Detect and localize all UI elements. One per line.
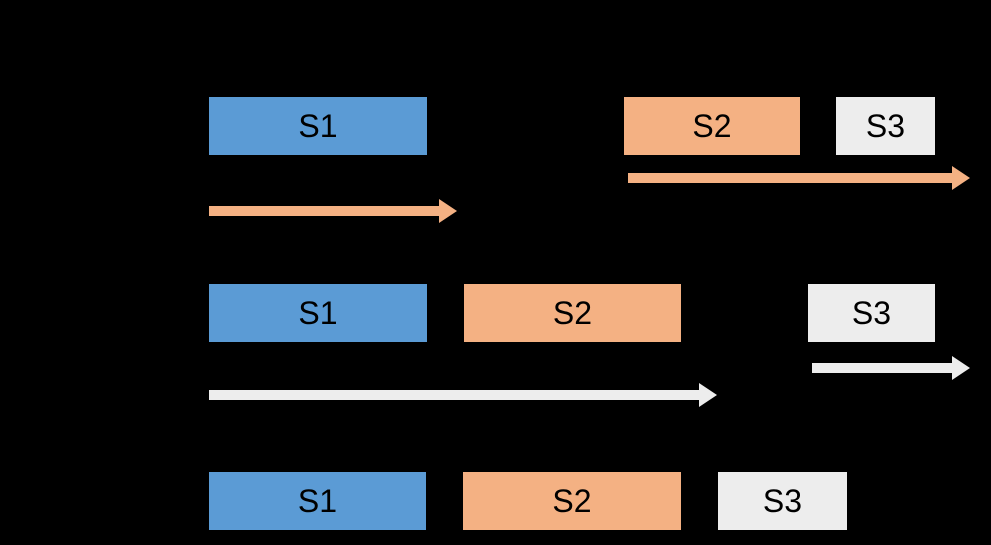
row1-s2-block: S2 — [624, 97, 800, 155]
row3-s1-block: S1 — [209, 472, 426, 530]
row1-s1-block: S1 — [209, 97, 427, 155]
row3-s1-label: S1 — [297, 482, 338, 519]
row3-s2-block: S2 — [463, 472, 681, 530]
row2-s2-block: S2 — [464, 284, 681, 342]
row2-arrow-1-icon — [209, 382, 717, 408]
row2-s1-block: S1 — [209, 284, 427, 342]
row3-s2-label: S2 — [552, 482, 592, 519]
row2-s1-label: S1 — [298, 294, 338, 331]
row2-s3-block: S3 — [808, 284, 935, 342]
row1-arrow-1-icon — [209, 198, 457, 224]
row1-s3-block: S3 — [836, 97, 935, 155]
row1-s3-label: S3 — [865, 107, 906, 144]
row2-s3-label: S3 — [851, 294, 892, 331]
row2-s2-label: S2 — [552, 294, 593, 331]
row3-s3-block: S3 — [718, 472, 847, 530]
row1-s2-label: S2 — [692, 107, 732, 144]
row3-s3-label: S3 — [762, 482, 803, 519]
row1-s1-label: S1 — [298, 107, 338, 144]
row1-arrow-2-icon — [628, 165, 970, 191]
row2-arrow-2-icon — [812, 355, 970, 381]
